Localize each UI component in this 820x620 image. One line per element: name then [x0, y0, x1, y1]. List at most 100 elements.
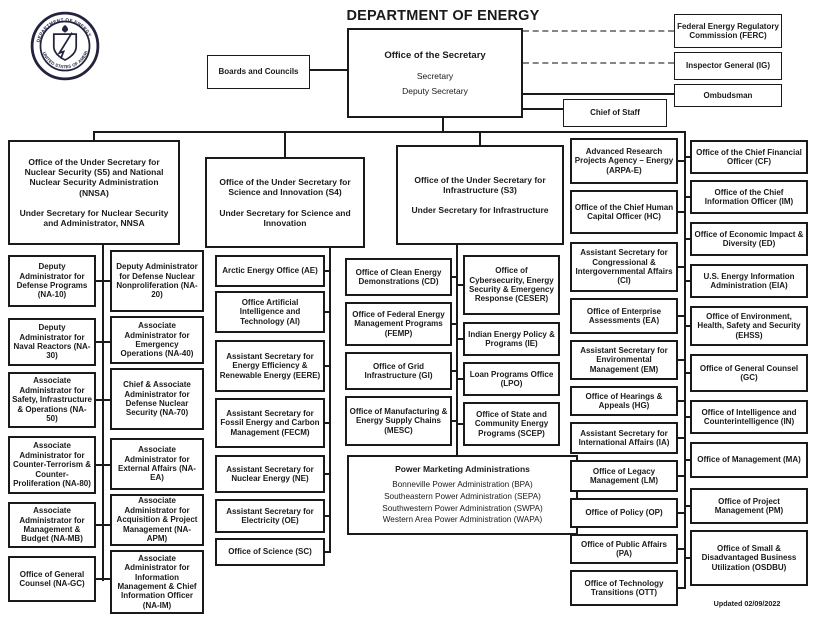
- deputy-secretary-line: Deputy Secretary: [402, 86, 468, 97]
- lpo-label: Loan Programs Office (LPO): [469, 369, 554, 388]
- ai-label: Office Artificial Intelligence and Techn…: [239, 297, 301, 326]
- box-na-gc: Office of General Counsel (NA-GC): [8, 556, 96, 602]
- connector-line: [678, 512, 686, 514]
- connector-line: [678, 548, 686, 550]
- ia-label: Assistant Secretary for International Af…: [578, 428, 670, 447]
- box-na-70: Chief & Associate Administrator for Defe…: [110, 368, 204, 430]
- s4-title: Office of the Under Secretary for Scienc…: [219, 177, 351, 198]
- na-10-label: Deputy Administrator for Defense Program…: [16, 262, 88, 300]
- seal-lightning-bolt: [57, 32, 73, 59]
- na-40-label: Associate Administrator for Emergency Op…: [120, 321, 194, 359]
- connector-line: [442, 118, 444, 132]
- box-na-mb: Associate Administrator for Management &…: [8, 502, 96, 548]
- ie-label: Indian Energy Policy & Programs (IE): [468, 329, 555, 348]
- connector-line: [325, 515, 331, 517]
- box-na-im: Associate Administrator for Information …: [110, 550, 204, 614]
- ae-label: Arctic Energy Office (AE): [222, 266, 318, 276]
- connector-line: [456, 284, 465, 286]
- box-na-20: Deputy Administrator for Defense Nuclear…: [110, 250, 204, 312]
- connector-line: [684, 196, 692, 198]
- connector-line: [325, 473, 331, 475]
- box-mesc: Office of Manufacturing & Energy Supply …: [345, 396, 452, 446]
- box-in: Office of Intelligence and Counterintell…: [690, 400, 808, 434]
- connector-line: [678, 437, 686, 439]
- box-na-30: Deputy Administrator for Naval Reactors …: [8, 318, 96, 366]
- box-under-secretary-science-innovation: Office of the Under Secretary for Scienc…: [205, 157, 365, 248]
- connector-line: [678, 359, 686, 361]
- pma-title: Power Marketing Administrations: [395, 463, 530, 474]
- connector-line: [325, 551, 331, 553]
- box-osdbu: Office of Small & Disadvantaged Business…: [690, 530, 808, 586]
- na-gc-label: Office of General Counsel (NA-GC): [19, 569, 85, 588]
- box-lm: Office of Legacy Management (LM): [570, 460, 678, 492]
- box-na-50: Associate Administrator for Safety, Infr…: [8, 372, 96, 428]
- connector-line: [96, 464, 110, 466]
- connector-line: [310, 69, 347, 71]
- connector-line: [684, 372, 692, 374]
- connector-line: [684, 505, 692, 507]
- gi-label: Office of Grid Infrastructure (GI): [364, 361, 433, 380]
- box-na-40: Associate Administrator for Emergency Op…: [110, 316, 204, 364]
- na-im-label: Associate Administrator for Information …: [117, 553, 197, 610]
- box-fecm: Assistant Secretary for Fossil Energy an…: [215, 398, 325, 448]
- seal-eagle: [62, 25, 68, 33]
- em-label: Assistant Secretary for Environmental Ma…: [580, 345, 668, 374]
- pma-wapa: Western Area Power Administration (WAPA): [382, 515, 543, 525]
- connector-line: [523, 93, 674, 95]
- box-femp: Office of Federal Energy Management Prog…: [345, 302, 452, 346]
- connector-line: [684, 325, 692, 327]
- box-hg: Office of Hearings & Appeals (HG): [570, 386, 678, 416]
- connector-line: [452, 370, 458, 372]
- op-label: Office of Policy (OP): [585, 508, 663, 518]
- connector-line: [678, 475, 686, 477]
- s3-title: Office of the Under Secretary for Infras…: [414, 174, 546, 195]
- box-ma: Office of Management (MA): [690, 442, 808, 478]
- box-pm: Office of Project Management (PM): [690, 488, 808, 524]
- ferc-label: Federal Energy Regulatory Commission (FE…: [677, 21, 779, 40]
- arpa-e-label: Advanced Research Projects Agency – Ener…: [574, 146, 674, 175]
- connector-line: [96, 578, 110, 580]
- box-gi: Office of Grid Infrastructure (GI): [345, 352, 452, 390]
- connector-line: [452, 323, 458, 325]
- ci-label: Assistant Secretary for Congressional & …: [575, 248, 673, 286]
- box-na-10: Deputy Administrator for Defense Program…: [8, 255, 96, 307]
- na-30-label: Deputy Administrator for Naval Reactors …: [13, 323, 91, 361]
- ea-label: Office of Enterprise Assessments (EA): [586, 306, 662, 325]
- cf-label: Office of the Chief Financial Officer (C…: [696, 147, 802, 166]
- mesc-label: Office of Manufacturing & Energy Supply …: [349, 406, 448, 435]
- eia-label: U.S. Energy Information Administration (…: [703, 271, 795, 290]
- box-chief-of-staff: Chief of Staff: [563, 99, 667, 127]
- connector-line: [93, 131, 95, 141]
- boards-label: Boards and Councils: [218, 67, 299, 77]
- ed-label: Office of Economic Impact & Diversity (E…: [694, 229, 804, 248]
- ma-label: Office of Management (MA): [697, 455, 801, 465]
- box-under-secretary-infrastructure: Office of the Under Secretary for Infras…: [396, 145, 564, 245]
- na-70-label: Chief & Associate Administrator for Defe…: [123, 380, 191, 418]
- connector-line: [93, 131, 686, 133]
- box-eia: U.S. Energy Information Administration (…: [690, 264, 808, 298]
- connector-line: [456, 378, 465, 380]
- connector-line: [96, 524, 110, 526]
- box-boards-and-councils: Boards and Councils: [207, 55, 310, 89]
- na-ea-label: Associate Administrator for External Aff…: [118, 445, 196, 483]
- connector-line: [96, 341, 110, 343]
- connector-line: [325, 422, 331, 424]
- chief-of-staff-label: Chief of Staff: [590, 108, 640, 118]
- box-ceser: Office of Cybersecurity, Energy Security…: [463, 255, 560, 315]
- box-ia: Assistant Secretary for International Af…: [570, 422, 678, 454]
- s5-subtitle: Under Secretary for Nuclear Security and…: [19, 207, 169, 228]
- box-arpa-e: Advanced Research Projects Agency – Ener…: [570, 138, 678, 184]
- ne-label: Assistant Secretary for Nuclear Energy (…: [226, 464, 314, 483]
- box-oe: Assistant Secretary for Electricity (OE): [215, 499, 325, 533]
- connector-line: [325, 270, 331, 272]
- box-ferc: Federal Energy Regulatory Commission (FE…: [674, 14, 782, 48]
- sc-label: Office of Science (SC): [228, 547, 312, 557]
- box-cd: Office of Clean Energy Demonstrations (C…: [345, 258, 452, 296]
- pa-label: Office of Public Affairs (PA): [581, 539, 667, 558]
- s3-subtitle: Under Secretary for Infrastructure: [411, 205, 549, 215]
- connector-line: [678, 315, 686, 317]
- box-ne: Assistant Secretary for Nuclear Energy (…: [215, 455, 325, 493]
- box-im: Office of the Chief Information Officer …: [690, 180, 808, 214]
- box-office-of-the-secretary: Office of the Secretary Secretary Deputy…: [347, 28, 523, 118]
